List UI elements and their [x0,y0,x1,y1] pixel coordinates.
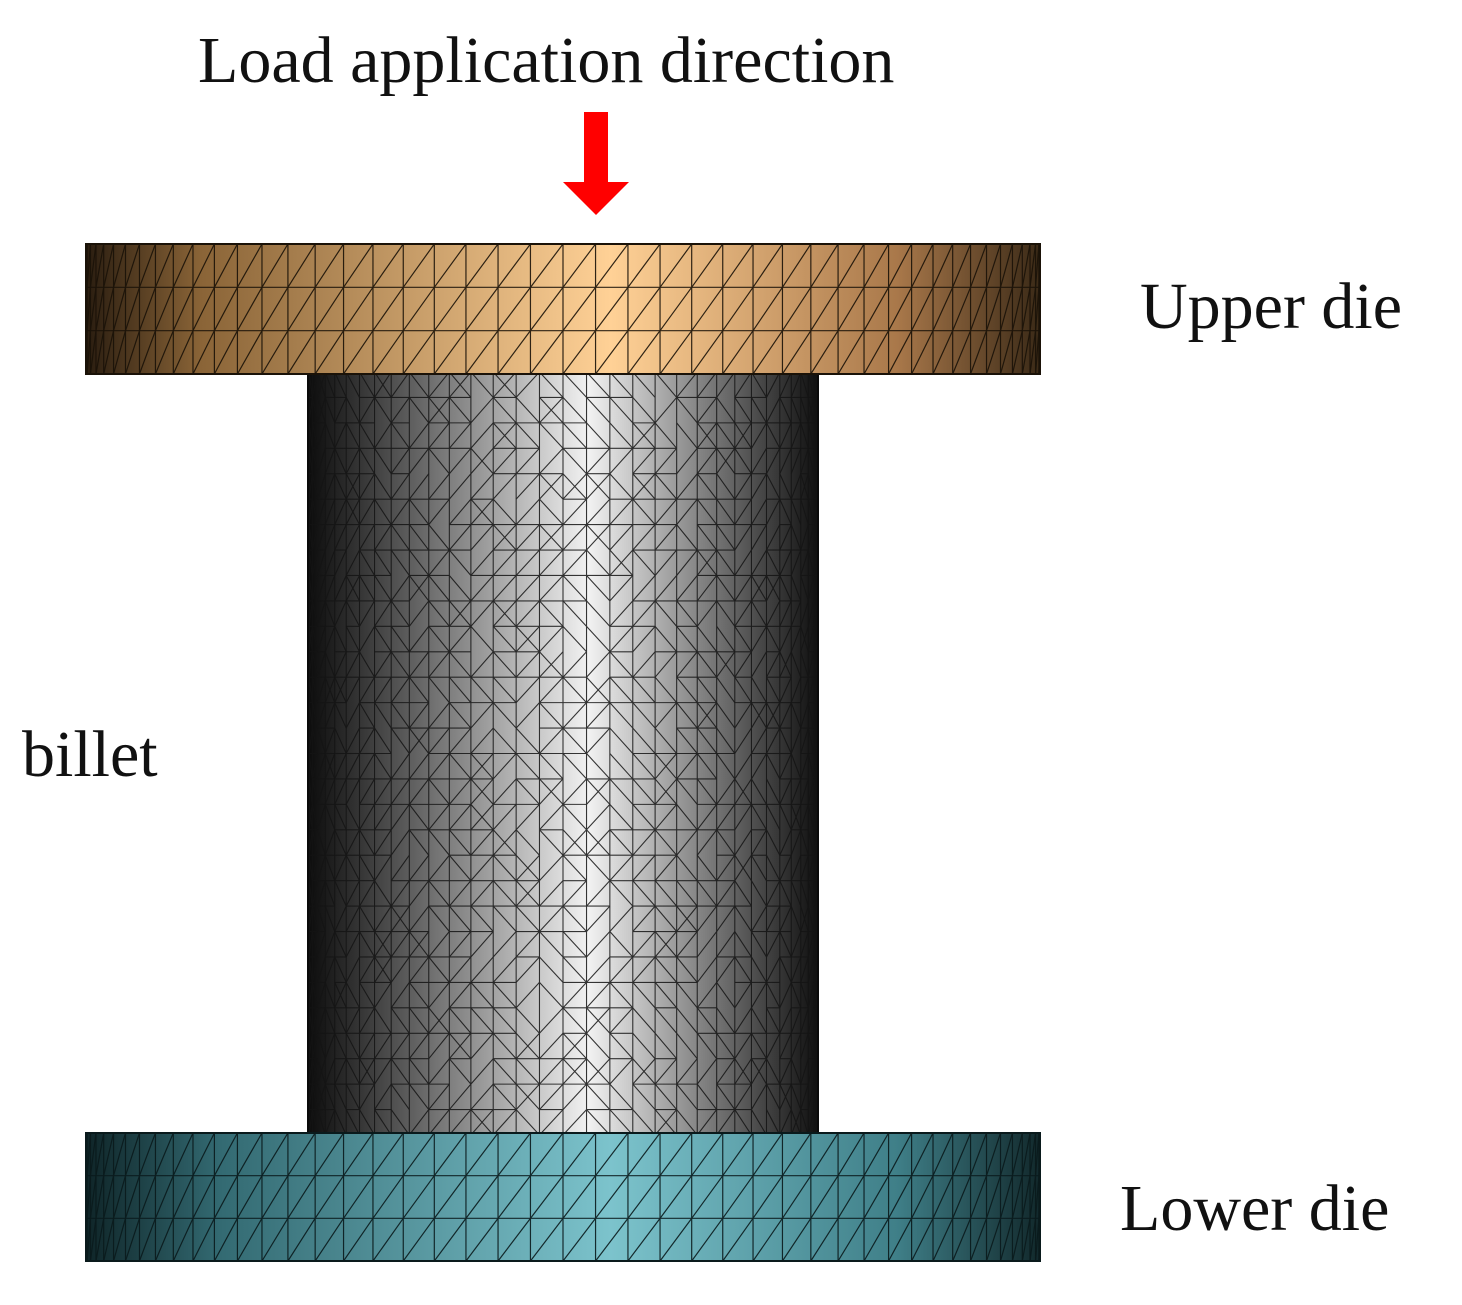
billet-label: billet [22,718,158,791]
lower-die-shape [85,1132,1041,1262]
load-direction-label: Load application direction [198,24,895,97]
arrow-down-icon [563,112,629,215]
billet-shape [307,371,819,1136]
upper-die-label: Upper die [1140,270,1403,343]
lower-die-label: Lower die [1120,1172,1390,1245]
upper-die-shape [85,243,1041,375]
